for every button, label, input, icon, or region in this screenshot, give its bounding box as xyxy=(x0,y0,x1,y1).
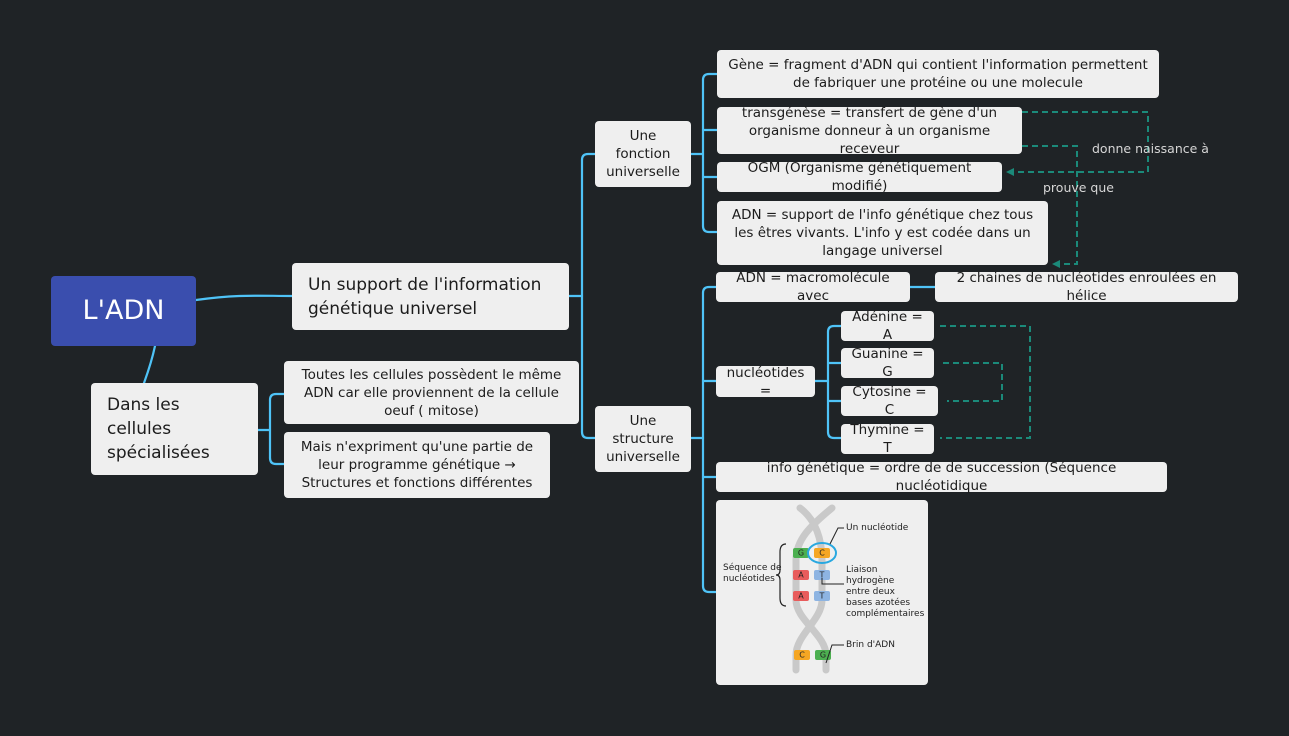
branch-support-node[interactable]: Un support de l'information génétique un… xyxy=(292,263,569,330)
adn-macromolecule-node[interactable]: ADN = macromolécule avec xyxy=(716,270,910,304)
fonction-universelle-node[interactable]: Une fonction universelle xyxy=(595,121,691,187)
label-liaison-3: entre deux xyxy=(846,587,896,597)
cells-same-adn-node[interactable]: Toutes les cellules possèdent le même AD… xyxy=(284,361,579,424)
info-genetique-node[interactable]: info génétique = ordre de de succession … xyxy=(716,460,1167,494)
adn-support-node[interactable]: ADN = support de l'info génétique chez t… xyxy=(717,201,1048,265)
pair-3-right: T xyxy=(819,592,825,601)
gene-definition-node[interactable]: Gène = fragment d'ADN qui contient l'inf… xyxy=(717,50,1159,98)
label-sequence-1: Séquence de xyxy=(723,562,782,573)
pair-1-right: C xyxy=(819,549,825,558)
pair-2-right: T xyxy=(819,571,825,580)
cells-express-node[interactable]: Mais n'expriment qu'une partie de leur p… xyxy=(284,432,550,498)
nucleotide-highlight xyxy=(807,542,837,564)
dna-helix-illustration: G C A T A T C G Un nucléotide Séquence d xyxy=(723,504,925,674)
nucleotides-node[interactable]: nucléotides = xyxy=(716,365,815,399)
pair-2-left: A xyxy=(798,571,804,580)
dna-figure: G C A T A T C G Un nucléotide Séquence d xyxy=(716,500,928,685)
label-liaison-1: Liaison xyxy=(846,565,877,575)
ogm-node[interactable]: OGM (Organisme génétiquement modifié) xyxy=(717,160,1002,194)
base-guanine-node[interactable]: Guanine = G xyxy=(841,346,934,380)
chaines-helice-node[interactable]: 2 chaines de nucléotides enroulées en hé… xyxy=(935,270,1238,304)
relation-label-donne: donne naissance à xyxy=(1092,141,1209,156)
transgenese-node[interactable]: transgénèse = transfert de gène d'un org… xyxy=(717,105,1022,157)
label-brin: Brin d'ADN xyxy=(846,640,895,650)
pair-4-left: C xyxy=(799,651,805,660)
base-adenine-node[interactable]: Adénine = A xyxy=(841,309,934,343)
structure-universelle-node[interactable]: Une structure universelle xyxy=(595,406,691,472)
label-liaison-4: bases azotées xyxy=(846,597,910,608)
branch-cells-node[interactable]: Dans les cellules spécialisées xyxy=(91,383,258,475)
root-node[interactable]: L'ADN xyxy=(51,276,196,346)
label-liaison-2: hydrogène xyxy=(846,575,895,586)
base-cytosine-node[interactable]: Cytosine = C xyxy=(841,384,938,418)
label-liaison-5: complémentaires xyxy=(846,608,925,619)
base-thymine-node[interactable]: Thymine = T xyxy=(841,422,934,456)
pair-3-left: A xyxy=(798,592,804,601)
pair-1-left: G xyxy=(798,549,804,558)
label-sequence-2: nucléotides xyxy=(723,573,775,584)
pair-4-right: G xyxy=(820,651,826,660)
label-un-nucleotide: Un nucléotide xyxy=(846,522,909,533)
relation-label-prouve: prouve que xyxy=(1043,180,1114,195)
